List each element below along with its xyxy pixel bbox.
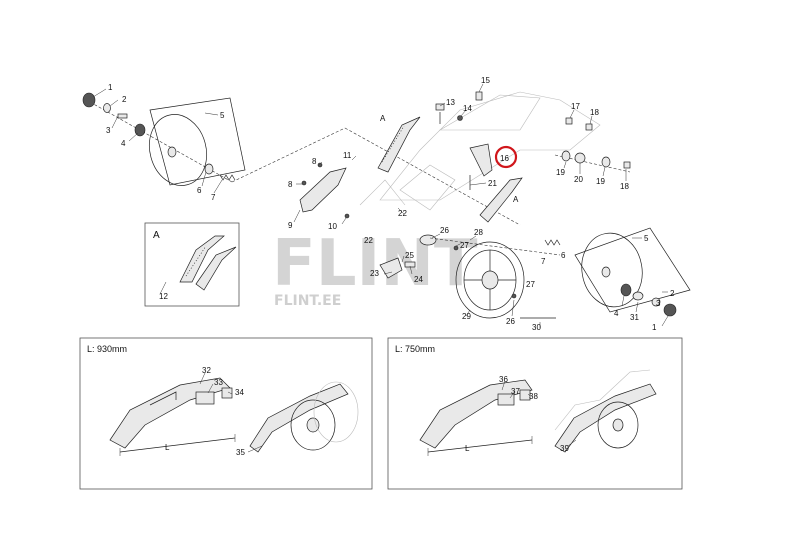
callout-24: 24 (414, 275, 423, 284)
callout-33: 33 (214, 378, 223, 387)
wheel-assembly (379, 233, 561, 328)
wheel-part (455, 241, 525, 319)
callout-7b: 7 (541, 257, 546, 266)
callout-23: 23 (370, 269, 379, 278)
panel-750-dim: L (465, 444, 470, 453)
callout-18b: 18 (620, 182, 629, 191)
watermark-sub: FLINT.EE (274, 293, 341, 309)
callout-21: 21 (488, 179, 497, 188)
callout-10: 10 (328, 222, 337, 231)
callout-32: 32 (202, 366, 211, 375)
callout-8b: 8 (288, 180, 293, 189)
callout-39: 39 (560, 444, 569, 453)
ref-a-top: A (380, 114, 386, 123)
scraper-blade-part (377, 116, 421, 173)
callout-16: 16 (500, 154, 509, 163)
panel-930-title: L: 930mm (87, 344, 127, 354)
frame-assembly (231, 83, 601, 226)
hub-cap-part (82, 92, 96, 108)
panel-930-dim: L (165, 443, 170, 452)
panel-750-title: L: 750mm (395, 344, 435, 354)
callout-15: 15 (481, 76, 490, 85)
callout-20: 20 (574, 175, 583, 184)
callout-18: 18 (590, 108, 599, 117)
highlight-ring (494, 145, 518, 169)
callout-1: 1 (108, 83, 113, 92)
callout-6b: 6 (561, 251, 566, 260)
disc-blade-left (149, 97, 246, 186)
callout-3b: 3 (656, 299, 661, 308)
callout-5b: 5 (644, 234, 649, 243)
watermark: FLINT FLINT.EE (272, 227, 478, 309)
detail-a-box: A (144, 222, 240, 307)
bracket-part-9 (299, 167, 347, 213)
callout-22b: 22 (364, 236, 373, 245)
ref-a-arm: A (513, 195, 519, 204)
callout-37: 37 (511, 387, 520, 396)
right-hardware (554, 109, 631, 181)
bracket-part-16 (469, 143, 493, 177)
callout-31: 31 (630, 313, 639, 322)
callout-26b: 26 (506, 317, 515, 326)
callout-25: 25 (405, 251, 414, 260)
watermark-main: FLINT (272, 227, 478, 301)
callout-13: 13 (446, 98, 455, 107)
callout-27: 27 (460, 241, 469, 250)
callouts: 1 2 3 4 5 6 7 8 8 9 10 11 12 13 14 15 16… (106, 76, 675, 332)
callout-36: 36 (499, 375, 508, 384)
callout-6: 6 (197, 186, 202, 195)
callout-5: 5 (220, 111, 225, 120)
panel-750mm: L: 750mm L 36 37 38 39 (387, 337, 683, 490)
callout-2: 2 (122, 95, 127, 104)
callout-26: 26 (440, 226, 449, 235)
detail-a-label: A (153, 230, 160, 241)
left-disc-assembly (82, 88, 246, 194)
callout-8: 8 (312, 157, 317, 166)
callout-35: 35 (236, 448, 245, 457)
callout-9: 9 (288, 221, 293, 230)
right-disc-assembly (574, 227, 691, 327)
callout-28: 28 (474, 228, 483, 237)
callout-19b: 19 (596, 177, 605, 186)
callout-19: 19 (556, 168, 565, 177)
callout-29: 29 (462, 312, 471, 321)
callout-4b: 4 (614, 309, 619, 318)
callout-1b: 1 (652, 323, 657, 332)
callout-4: 4 (121, 139, 126, 148)
callout-34: 34 (235, 388, 244, 397)
callout-2b: 2 (670, 289, 675, 298)
callout-17: 17 (571, 102, 580, 111)
callout-7: 7 (211, 193, 216, 202)
callout-38: 38 (529, 392, 538, 401)
callout-12: 12 (159, 292, 168, 301)
callout-11: 11 (343, 151, 352, 160)
callout-22: 22 (398, 209, 407, 218)
callout-14: 14 (463, 104, 472, 113)
callout-30: 30 (532, 323, 541, 332)
callout-27b: 27 (526, 280, 535, 289)
callout-3: 3 (106, 126, 111, 135)
panel-930mm: L: 930mm L 32 33 34 35 (79, 337, 373, 490)
